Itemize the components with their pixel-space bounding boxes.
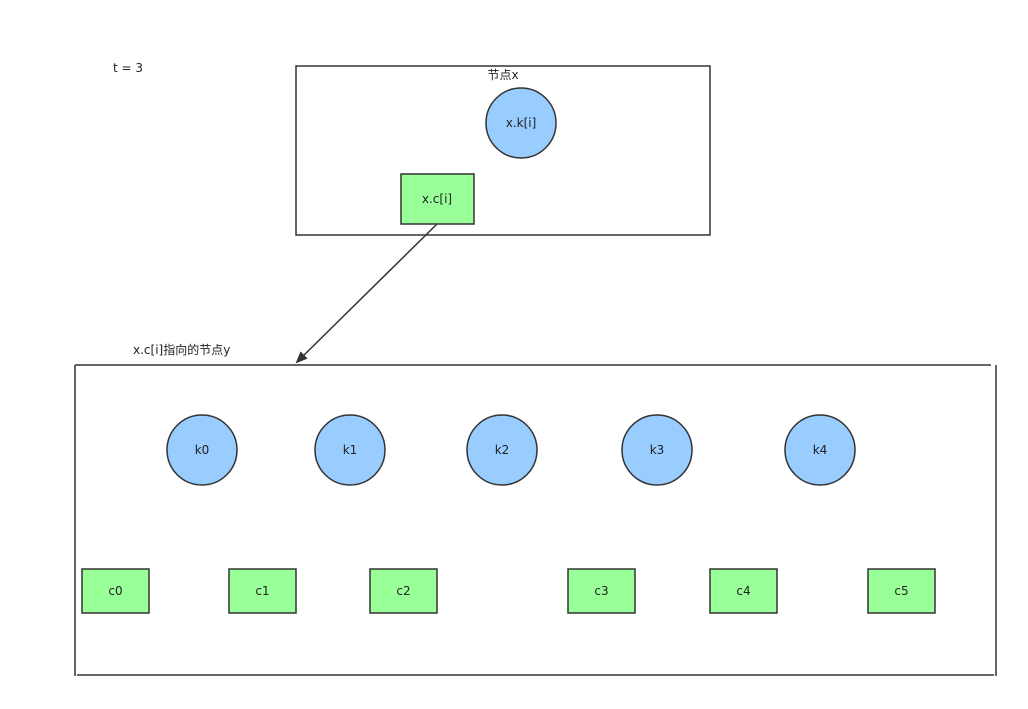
- child-box: [867, 568, 936, 614]
- key-k3: k3: [621, 414, 693, 486]
- key-label: k4: [813, 443, 828, 457]
- node-x-child-box: [400, 173, 475, 225]
- node-x-key-circle: [485, 87, 557, 159]
- key-label: k3: [650, 443, 665, 457]
- key-label: k2: [495, 443, 510, 457]
- key-k2: k2: [466, 414, 538, 486]
- child-box: [709, 568, 778, 614]
- key-circle: [314, 414, 386, 486]
- node-y-label: x.c[i]指向的节点y: [133, 342, 230, 357]
- child-label: c2: [396, 584, 410, 598]
- degree-label: t = 3: [113, 61, 143, 75]
- child-c3: c3: [567, 568, 636, 614]
- key-label: k1: [343, 443, 358, 457]
- child-box: [369, 568, 438, 614]
- child-box: [567, 568, 636, 614]
- node-y-keys: k0 k1 k2 k3 k4: [166, 414, 856, 486]
- child-c0: c0: [81, 568, 150, 614]
- child-box: [228, 568, 297, 614]
- child-label: c1: [255, 584, 269, 598]
- child-c2: c2: [369, 568, 438, 614]
- key-circle: [784, 414, 856, 486]
- pointer-arrow: [295, 223, 438, 364]
- node-x-child: x.c[i]: [400, 173, 475, 225]
- child-c1: c1: [228, 568, 297, 614]
- key-k4: k4: [784, 414, 856, 486]
- key-circle: [166, 414, 238, 486]
- key-k0: k0: [166, 414, 238, 486]
- child-label: c0: [108, 584, 122, 598]
- node-y-children: c0 c1 c2 c3 c4 c5: [81, 568, 936, 614]
- child-c5: c5: [867, 568, 936, 614]
- node-x-label: 节点x: [487, 68, 518, 82]
- key-circle: [621, 414, 693, 486]
- node-y-box: [74, 364, 997, 676]
- node-x-child-label: x.c[i]: [422, 192, 452, 206]
- child-label: c5: [894, 584, 908, 598]
- child-box: [81, 568, 150, 614]
- key-label: k0: [195, 443, 210, 457]
- node-x-key-label: x.k[i]: [506, 116, 537, 130]
- key-circle: [466, 414, 538, 486]
- child-label: c4: [736, 584, 750, 598]
- child-c4: c4: [709, 568, 778, 614]
- child-label: c3: [594, 584, 608, 598]
- node-x-key: x.k[i]: [485, 87, 557, 159]
- key-k1: k1: [314, 414, 386, 486]
